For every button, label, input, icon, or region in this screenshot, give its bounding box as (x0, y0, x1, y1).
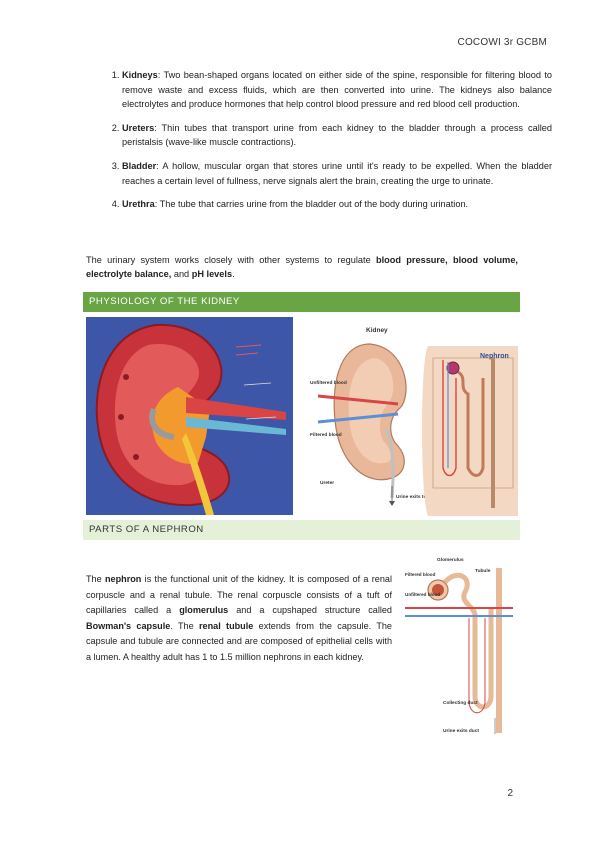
nephron-bold: nephron (104, 574, 142, 584)
list-item: Ureters: Thin tubes that transport urine… (122, 121, 552, 150)
header-course: COCOWI 3r GCBM (457, 37, 547, 48)
diagram-urine-exits-label: Urine exits to bladder (396, 494, 445, 500)
diagram-glomerulus-label: Glomerulus (437, 557, 464, 563)
diagram-urine-exits-duct-label: Urine exits duct (443, 728, 479, 734)
term: Kidneys (122, 70, 158, 80)
definition: : Two bean-shaped organs located on eith… (122, 70, 552, 110)
diagram-unfiltered-label: Unfiltered blood (310, 380, 347, 386)
section-heading-nephron: PARTS OF A NEPHRON (83, 520, 520, 540)
term: Urethra (122, 199, 155, 210)
definition: : Thin tubes that transport urine from e… (122, 122, 552, 148)
nephron-bold: Bowman's capsule (86, 620, 171, 631)
list-item: Kidneys: Two bean-shaped organs located … (122, 68, 552, 112)
definition: : The tube that carries urine from the b… (154, 199, 469, 210)
list-item: Bladder: A hollow, muscular organ that s… (122, 159, 552, 188)
urinary-parts-list: Kidneys: Two bean-shaped organs located … (86, 68, 552, 221)
diagram-collecting-duct-label: Collecting duct (443, 700, 478, 706)
diagram-kidney-title: Kidney (366, 327, 388, 334)
term: Ureters (122, 122, 155, 133)
section-heading-physiology: PHYSIOLOGY OF THE KIDNEY (83, 292, 520, 312)
diagram-ureter-label: Ureter (320, 480, 334, 486)
intro-text: and (171, 269, 192, 280)
diagram-filtered-label: Filtered blood (310, 432, 342, 438)
nephron-text: and a cupshaped structure called (228, 605, 392, 615)
kidney-drawing-image (86, 317, 293, 515)
nephron-paragraph: The nephron is the functional unit of th… (86, 572, 392, 665)
nephron-text: extends from the capsule. The capsule an… (86, 620, 392, 662)
nephron-text: . The (170, 620, 199, 631)
nephron-text: is the functional unit of the kidney. It… (86, 574, 392, 615)
nephron-bold: glomerulus (179, 605, 229, 615)
nephron-bold: renal tubule (198, 620, 254, 631)
kidney-nephron-diagram: Kidney Unfiltered blood Filtered blood U… (308, 318, 518, 516)
nephron-diagram: Glomerulus Tubule Filtered blood Unfilte… (403, 548, 516, 738)
intro-paragraph: The urinary system works closely with ot… (86, 253, 518, 281)
intro-text: The urinary system works closely with ot… (86, 255, 376, 265)
nephron-text: The (86, 574, 105, 584)
definition: : A hollow, muscular organ that stores u… (122, 160, 552, 186)
intro-bold: blood pressure, blood volume, electrolyt… (86, 255, 518, 280)
intro-text: . (232, 269, 235, 280)
diagram-unfiltered-blood-label: Unfiltered blood (405, 592, 440, 597)
intro-bold: pH levels (191, 269, 233, 280)
page-number: 2 (507, 788, 513, 799)
diagram-filtered-blood-label: Filtered blood (405, 572, 436, 577)
diagram-tubule-label: Tubule (475, 568, 491, 574)
list-item: Urethra: The tube that carries urine fro… (122, 197, 552, 212)
term: Bladder (122, 160, 157, 171)
diagram-nephron-title: Nephron (480, 353, 509, 360)
